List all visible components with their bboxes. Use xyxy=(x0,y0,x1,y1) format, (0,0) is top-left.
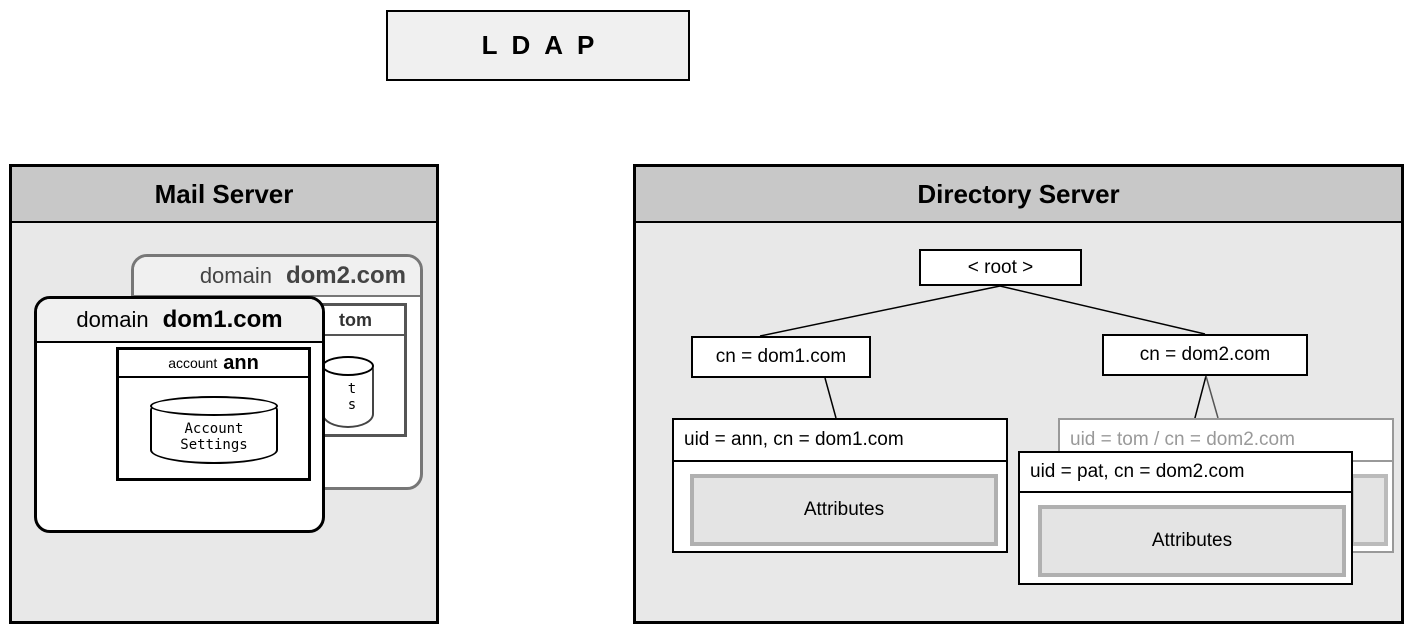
domain-dom2-name: dom2.com xyxy=(285,262,406,289)
account-settings-line2: Settings xyxy=(180,437,248,453)
entry-ann-attributes: Attributes xyxy=(690,474,998,546)
account-tom-settings-cylinder: t s xyxy=(322,356,374,428)
account-ann-prefix: account xyxy=(168,355,218,371)
domain-dom1-name: dom1.com xyxy=(162,306,283,333)
account-ann-box: account ann Account Settings xyxy=(116,347,311,481)
entry-ann-box: uid = ann, cn = dom1.com Attributes xyxy=(672,418,1008,553)
tree-cn-dom1-label: cn = dom1.com xyxy=(715,346,847,367)
mail-server-title: Mail Server xyxy=(12,167,436,223)
tree-root-node: < root > xyxy=(919,249,1082,286)
domain-dom1-prefix: domain xyxy=(76,307,149,332)
account-ann-header: account ann xyxy=(119,350,308,378)
entry-tom-attributes xyxy=(1350,474,1388,546)
account-settings-text: Account Settings xyxy=(180,421,247,453)
account-ann-name: ann xyxy=(223,351,259,374)
entry-pat-attributes-label: Attributes xyxy=(1151,530,1233,551)
ldap-label: LDAP xyxy=(481,30,609,60)
entry-pat-box: uid = pat, cn = dom2.com Attributes xyxy=(1018,451,1353,585)
domain-dom1-header: domain dom1.com xyxy=(37,299,322,343)
account-settings-line1: Account xyxy=(184,421,244,437)
domain-dom2-header: domain dom2.com xyxy=(134,257,420,297)
tree-cn-dom2-node: cn = dom2.com xyxy=(1102,334,1308,376)
account-tom-name: tom xyxy=(339,309,372,330)
entry-pat-title: uid = pat, cn = dom2.com xyxy=(1020,453,1351,493)
ldap-title-box: LDAP xyxy=(386,10,690,81)
account-tom-settings-label: t s xyxy=(347,381,357,413)
tree-cn-dom1-node: cn = dom1.com xyxy=(691,336,871,378)
tree-cn-dom2-label: cn = dom2.com xyxy=(1139,344,1271,365)
account-settings-cylinder: Account Settings xyxy=(150,396,278,464)
entry-ann-attributes-label: Attributes xyxy=(803,499,885,520)
directory-server-title: Directory Server xyxy=(636,167,1401,223)
entry-ann-title: uid = ann, cn = dom1.com xyxy=(674,420,1006,462)
domain-dom2-prefix: domain xyxy=(199,263,272,288)
entry-pat-attributes: Attributes xyxy=(1038,505,1346,577)
tree-root-label: < root > xyxy=(967,256,1034,278)
